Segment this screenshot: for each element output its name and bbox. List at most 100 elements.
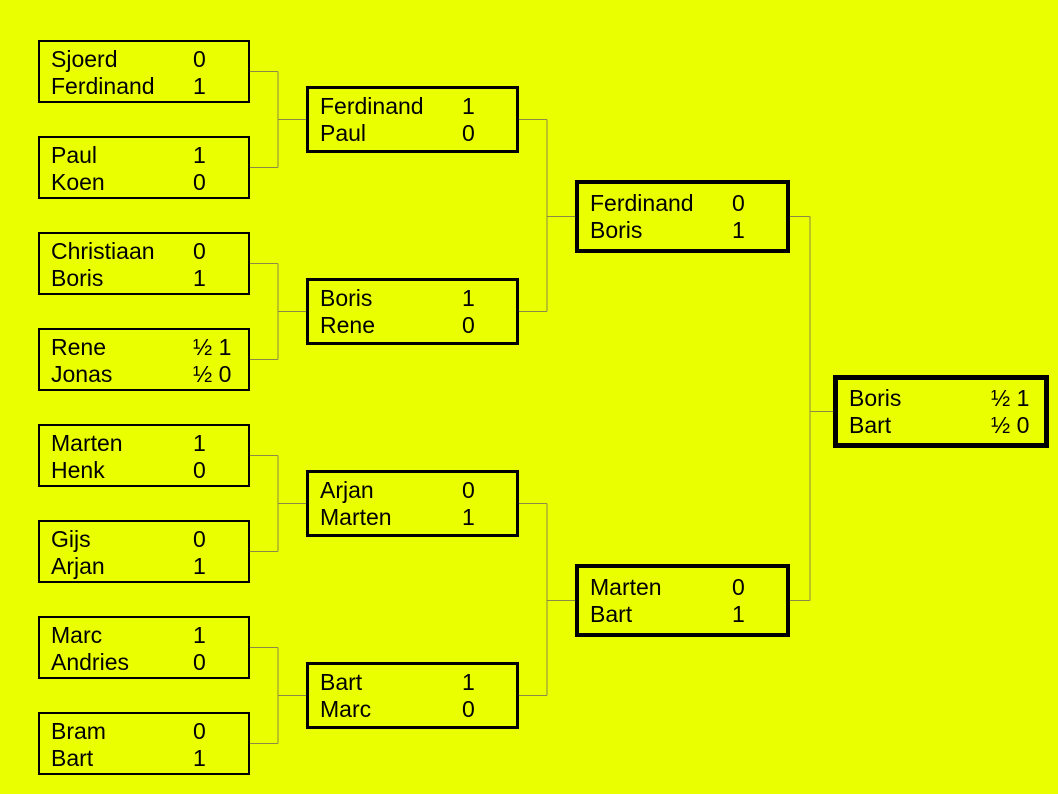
player-name: Rene	[51, 334, 106, 360]
player-row: Paul 0	[320, 120, 516, 147]
player-row: Bart 1	[590, 601, 786, 628]
player-score: ½ 1	[991, 385, 1030, 411]
player-row: Henk 0	[51, 457, 248, 484]
player-row: Gijs 0	[51, 526, 248, 553]
match-semifinal-2[interactable]: Marten 0 Bart 1	[575, 564, 790, 637]
player-name: Bart	[320, 669, 363, 695]
player-score: 0	[193, 46, 206, 72]
player-score: 1	[732, 217, 745, 243]
match-round2-1[interactable]: Ferdinand 1 Paul 0	[306, 86, 519, 153]
player-name: Gijs	[51, 526, 91, 552]
player-row: Rene ½ 1	[51, 334, 248, 361]
player-name: Jonas	[51, 361, 113, 387]
player-name: Marten	[320, 504, 392, 530]
player-row: Andries 0	[51, 649, 248, 676]
player-score: 1	[193, 73, 206, 99]
player-row: Marc 0	[320, 696, 516, 723]
match-round1-7[interactable]: Marc 1 Andries 0	[38, 616, 250, 679]
player-score: 1	[732, 601, 745, 627]
player-row: Ferdinand 1	[51, 73, 248, 100]
match-semifinal-1[interactable]: Ferdinand 0 Boris 1	[575, 180, 790, 253]
player-name: Boris	[590, 217, 643, 243]
player-row: Marten 1	[320, 504, 516, 531]
player-name: Marten	[590, 574, 662, 600]
player-name: Boris	[51, 265, 104, 291]
player-score: 0	[462, 312, 475, 338]
player-row: Rene 0	[320, 312, 516, 339]
player-name: Christiaan	[51, 238, 155, 264]
player-row: Marten 1	[51, 430, 248, 457]
player-score: ½ 0	[991, 412, 1030, 438]
player-name: Bart	[849, 412, 892, 438]
player-row: Arjan 0	[320, 477, 516, 504]
player-name: Ferdinand	[590, 190, 694, 216]
player-row: Bart 1	[51, 745, 248, 772]
player-score: 1	[193, 553, 206, 579]
player-row: Christiaan 0	[51, 238, 248, 265]
player-row: Boris 1	[51, 265, 248, 292]
match-round1-3[interactable]: Christiaan 0 Boris 1	[38, 232, 250, 295]
player-score: 0	[193, 457, 206, 483]
match-round1-1[interactable]: Sjoerd 0 Ferdinand 1	[38, 40, 250, 103]
match-round1-6[interactable]: Gijs 0 Arjan 1	[38, 520, 250, 583]
player-row: Bart ½ 0	[849, 412, 1044, 439]
match-round2-3[interactable]: Arjan 0 Marten 1	[306, 470, 519, 537]
player-name: Paul	[51, 142, 98, 168]
player-name: Marten	[51, 430, 123, 456]
player-score: 0	[732, 190, 745, 216]
player-score: 0	[732, 574, 745, 600]
player-score: 1	[193, 430, 206, 456]
player-row: Boris 1	[590, 217, 786, 244]
match-final[interactable]: Boris ½ 1 Bart ½ 0	[833, 375, 1049, 448]
player-score: 1	[193, 265, 206, 291]
player-score: 0	[193, 526, 206, 552]
player-name: Boris	[849, 385, 902, 411]
player-score: 1	[462, 93, 475, 119]
player-name: Henk	[51, 457, 105, 483]
player-row: Arjan 1	[51, 553, 248, 580]
player-score: 0	[193, 718, 206, 744]
player-row: Boris ½ 1	[849, 385, 1044, 412]
player-row: Paul 1	[51, 142, 248, 169]
player-row: Marten 0	[590, 574, 786, 601]
player-score: 1	[462, 504, 475, 530]
player-row: Bart 1	[320, 669, 516, 696]
player-name: Paul	[320, 120, 367, 146]
player-name: Ferdinand	[51, 73, 155, 99]
player-score: 1	[193, 622, 206, 648]
player-score: 0	[193, 238, 206, 264]
player-name: Marc	[320, 696, 372, 722]
player-row: Boris 1	[320, 285, 516, 312]
player-score: 0	[462, 120, 475, 146]
player-row: Ferdinand 0	[590, 190, 786, 217]
player-name: Sjoerd	[51, 46, 118, 72]
player-row: Jonas ½ 0	[51, 361, 248, 388]
player-row: Sjoerd 0	[51, 46, 248, 73]
match-round1-4[interactable]: Rene ½ 1 Jonas ½ 0	[38, 328, 250, 391]
player-row: Bram 0	[51, 718, 248, 745]
player-score: 0	[462, 696, 475, 722]
player-name: Bram	[51, 718, 106, 744]
player-name: Rene	[320, 312, 375, 338]
player-score: 1	[462, 285, 475, 311]
player-row: Koen 0	[51, 169, 248, 196]
player-name: Ferdinand	[320, 93, 424, 119]
player-name: Bart	[590, 601, 633, 627]
player-name: Arjan	[320, 477, 374, 503]
match-round2-4[interactable]: Bart 1 Marc 0	[306, 662, 519, 729]
player-score: ½ 0	[193, 361, 232, 387]
player-score: ½ 1	[193, 334, 232, 360]
player-name: Koen	[51, 169, 105, 195]
player-row: Marc 1	[51, 622, 248, 649]
player-score: 1	[193, 745, 206, 771]
match-round2-2[interactable]: Boris 1 Rene 0	[306, 278, 519, 345]
player-name: Andries	[51, 649, 129, 675]
player-score: 0	[193, 169, 206, 195]
match-round1-5[interactable]: Marten 1 Henk 0	[38, 424, 250, 487]
player-score: 0	[462, 477, 475, 503]
player-name: Bart	[51, 745, 94, 771]
match-round1-2[interactable]: Paul 1 Koen 0	[38, 136, 250, 199]
player-name: Boris	[320, 285, 373, 311]
match-round1-8[interactable]: Bram 0 Bart 1	[38, 712, 250, 775]
